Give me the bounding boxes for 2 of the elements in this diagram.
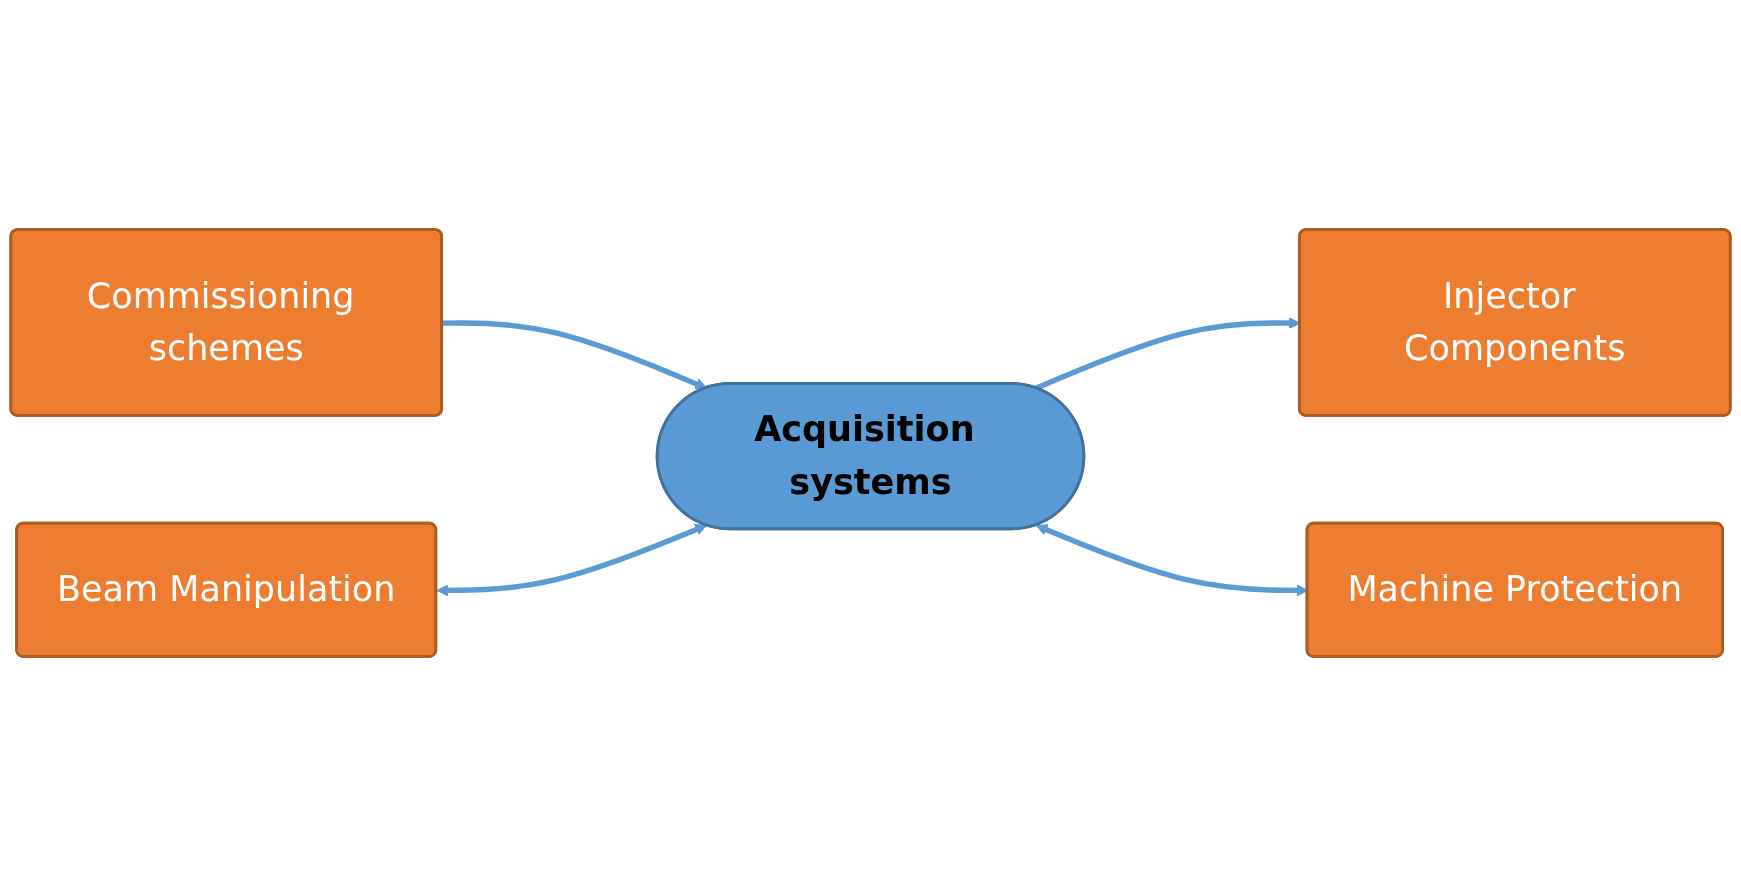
arrow — [442, 320, 707, 390]
arrow — [436, 523, 707, 597]
